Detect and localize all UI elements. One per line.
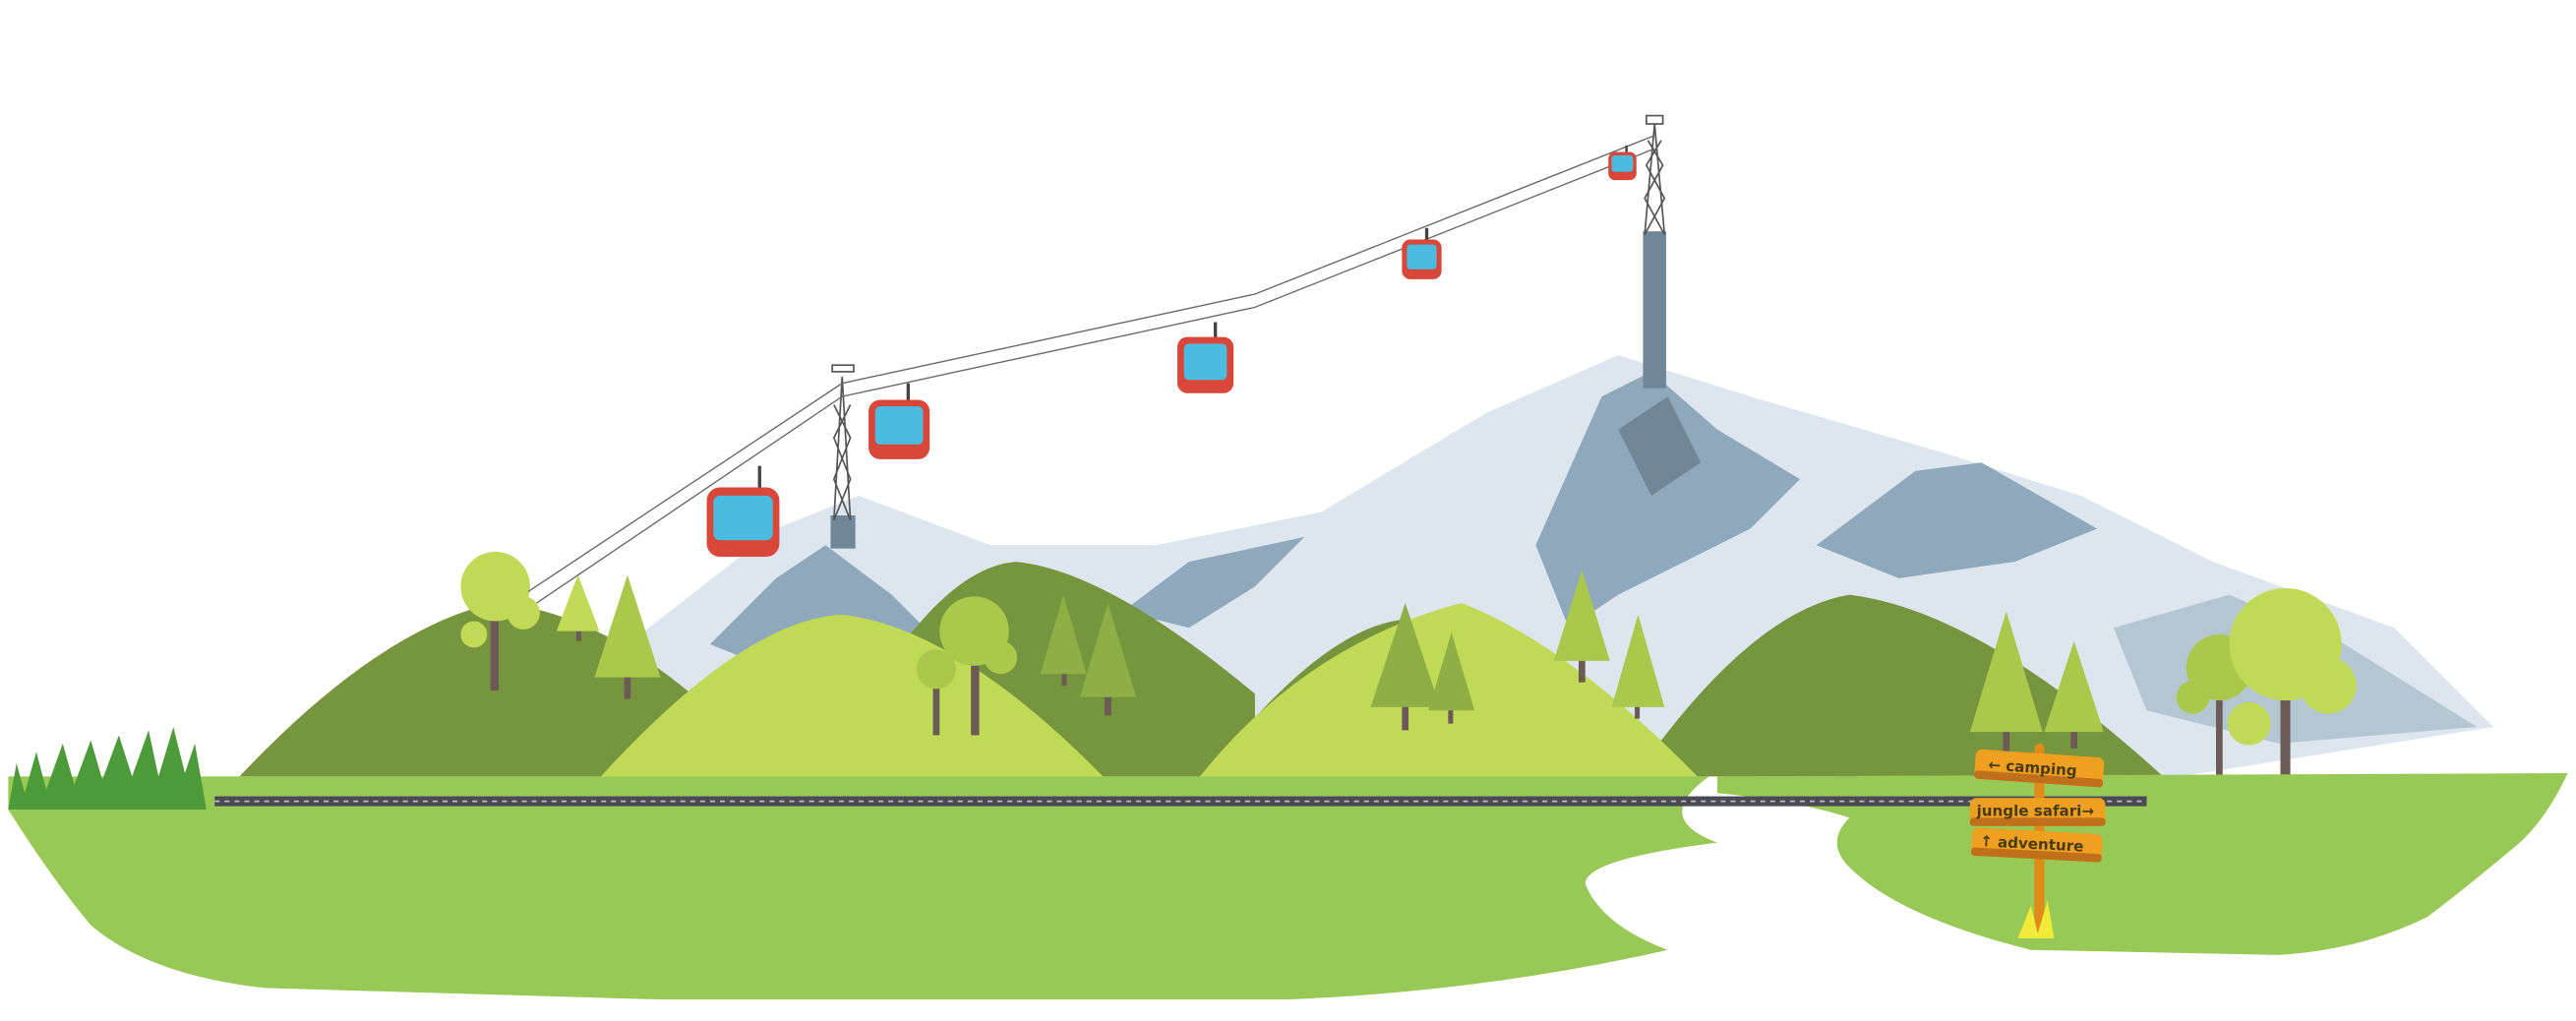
sign-camping: ← camping bbox=[1974, 749, 2105, 788]
pine-tree bbox=[556, 574, 600, 641]
cables bbox=[527, 135, 1655, 604]
sign-label-camping: camping bbox=[2006, 757, 2078, 780]
pine-tree bbox=[1553, 570, 1610, 683]
grass-ground bbox=[8, 773, 2568, 1000]
cable-tower-small bbox=[830, 364, 856, 549]
sign-label-adventure: adventure bbox=[1998, 833, 2084, 856]
trees bbox=[460, 551, 2357, 802]
round-tree bbox=[2227, 587, 2357, 802]
pine-tree bbox=[1611, 614, 1665, 719]
grass-tufts bbox=[8, 727, 207, 811]
rail-track bbox=[214, 796, 2147, 807]
round-tree bbox=[916, 596, 1018, 736]
gondola bbox=[1177, 322, 1234, 393]
cable-tower-large bbox=[1643, 114, 1666, 389]
gondola bbox=[1608, 145, 1637, 181]
gondola bbox=[869, 383, 930, 459]
sign-jungle-safari: jungle safari→ bbox=[1969, 798, 2106, 826]
svg-text:↑ adventure: ↑ adventure bbox=[1980, 832, 2084, 856]
svg-text:jungle safari→: jungle safari→ bbox=[1976, 803, 2094, 820]
gondolas bbox=[706, 145, 1637, 558]
sign-adventure: ↑ adventure bbox=[1971, 827, 2103, 863]
gondola bbox=[1402, 227, 1442, 279]
signpost: ← camping jungle safari→ ↑ adventure bbox=[1969, 743, 2106, 939]
pine-tree bbox=[1428, 632, 1475, 724]
pine-tree bbox=[594, 574, 661, 699]
pine-tree bbox=[1370, 603, 1440, 731]
pine-tree bbox=[2044, 640, 2104, 749]
pine-tree bbox=[1079, 603, 1137, 716]
pine-tree bbox=[1969, 611, 2043, 755]
round-tree bbox=[460, 551, 540, 691]
sign-arrow-left: ← bbox=[1988, 755, 2002, 774]
sign-arrow-up: ↑ bbox=[1980, 832, 1994, 851]
svg-text:← camping: ← camping bbox=[1988, 755, 2077, 779]
pine-tree bbox=[1040, 594, 1087, 687]
sign-label-jungle-safari: jungle safari bbox=[1976, 803, 2082, 820]
sign-arrow-right: → bbox=[2081, 803, 2094, 820]
gondola bbox=[706, 465, 780, 558]
